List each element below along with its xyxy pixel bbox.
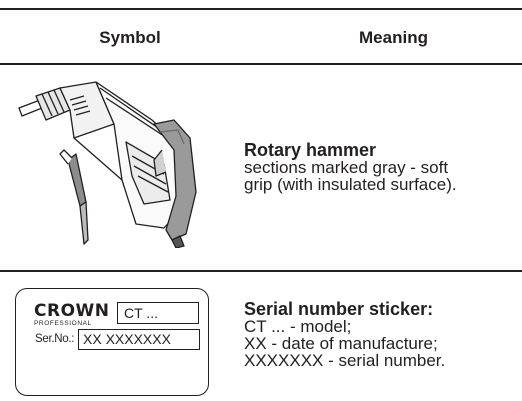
meaning-line: XXXXXXX - serial number. — [244, 351, 446, 370]
meaning-line: grip (with insulated surface). — [244, 175, 457, 194]
header-meaning: Meaning — [359, 28, 428, 47]
row-1-meaning: Rotary hammer sections marked gray - sof… — [244, 140, 457, 194]
rotary-hammer-icon — [18, 81, 197, 248]
meaning-line: sections marked gray - soft — [244, 158, 449, 177]
meaning-line: XX - date of manufacture; — [244, 334, 438, 353]
meaning-line: CT ... - model; — [244, 317, 352, 336]
row-divider-rule — [0, 270, 522, 272]
row-2-meaning: Serial number sticker: CT ... - model; X… — [244, 299, 446, 370]
header-bottom-rule — [0, 63, 522, 65]
sticker-title: Serial number sticker: — [244, 299, 434, 319]
model-field: CT ... — [117, 302, 199, 324]
header-symbol: Symbol — [99, 28, 161, 47]
serial-field: XX XXXXXXX — [78, 329, 200, 350]
rotary-hammer-title: Rotary hammer — [244, 140, 377, 160]
crown-logo: CROWN PROFESSIONAL — [34, 303, 110, 328]
logo-subtext: PROFESSIONAL — [34, 320, 92, 327]
logo-brand: CROWN — [34, 301, 110, 321]
table-top-rule — [0, 8, 522, 10]
serial-label: Ser.No.: — [35, 333, 75, 345]
serial-number-sticker: CROWN PROFESSIONAL CT ... Ser.No.: XX XX… — [15, 288, 209, 396]
